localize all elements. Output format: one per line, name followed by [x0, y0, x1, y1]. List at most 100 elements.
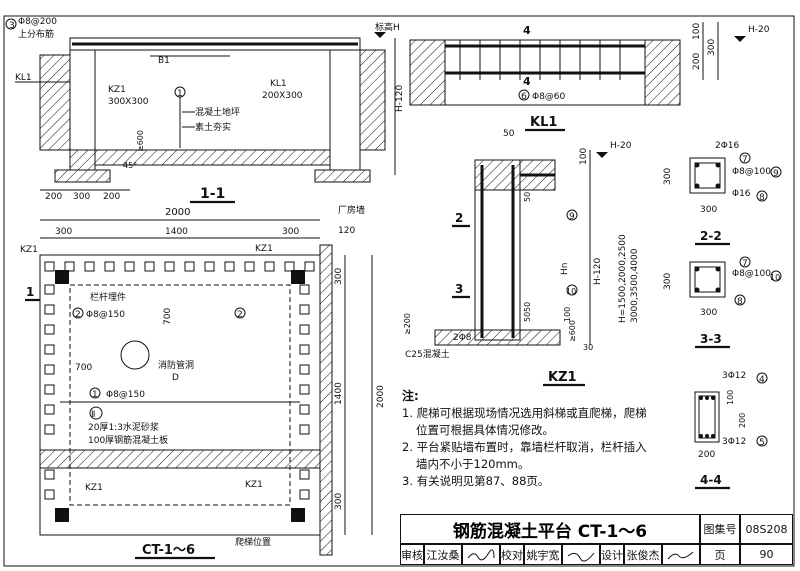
elevation-label: 标高H: [375, 21, 400, 33]
plan-kz1-bl: [55, 508, 69, 522]
plan-marker-1: 1: [92, 390, 98, 400]
ladder-note: 爬梯位置: [235, 536, 271, 548]
sheet-border: [3, 15, 795, 567]
note-1: 1. 爬梯可根据现场情况选用斜梯或直爬梯，爬梯位置可根据具体情况修改。: [402, 406, 647, 437]
kz1-label-1-1: KZ1: [108, 85, 126, 95]
sec-4-4-dim-200: 200: [738, 413, 747, 428]
dim-1-1-b: 300: [73, 192, 90, 202]
plan-width-total: 2000: [165, 207, 190, 218]
designer: 张俊杰: [624, 544, 662, 565]
dim-700-h: 700: [75, 363, 92, 373]
kz1-height: H-120: [593, 258, 603, 285]
plan-marker-2: 2: [75, 310, 81, 320]
kl1-left-label: KL1: [15, 73, 32, 83]
plan-outline: [39, 254, 321, 536]
sec-4-4-marker-5: 5: [759, 438, 765, 448]
sec-4-4-dim-100: 100: [726, 390, 735, 405]
kz1-title: KZ1: [548, 370, 577, 385]
sleeve-note: 消防管洞: [158, 359, 194, 371]
kl1-level: H-20: [748, 25, 770, 35]
plan-kz1-label-bl: KZ1: [85, 483, 103, 493]
sheet-title: 钢筋混凝土平台 CT-1～6: [400, 514, 700, 544]
sec-3-3-box: [689, 261, 726, 298]
kz1-concrete: C25混凝土: [405, 348, 450, 360]
dim-700-v: 700: [163, 308, 173, 325]
kz1-cut-2: 2: [455, 211, 463, 225]
section-1-1-title: 1-1: [200, 186, 225, 202]
plan-width-right: 300: [282, 227, 299, 237]
plan-section-band: [39, 449, 321, 469]
sec-3-3-marker-10: 10: [770, 273, 780, 282]
kl1-bottom-bars: 4: [523, 75, 531, 88]
kl1-marker: 6: [521, 92, 527, 102]
fire-sleeve: [120, 340, 150, 370]
marker-1-1-1: 1: [177, 89, 183, 99]
sec-2-2-dim-v: 300: [663, 168, 673, 185]
kl1-title: KL1: [530, 115, 557, 130]
kz1-dim-100: 100: [579, 148, 589, 165]
angle-1-1: 45°: [123, 161, 137, 170]
dim-1-1-a: 200: [45, 192, 62, 202]
earth-right: [359, 49, 386, 151]
side-dim-300b: 300: [334, 493, 344, 510]
kl1-right-size: 200X300: [262, 91, 303, 101]
plan-kz1-tr: [291, 270, 305, 284]
page-no: 90: [740, 544, 793, 565]
plan-ct: 2000 300 1400 300: [20, 204, 386, 560]
sec-3-3-marker-7: 7: [742, 259, 748, 269]
kz1-marker-10: 10: [566, 287, 576, 296]
earth-left: [39, 54, 96, 171]
kl1-elevation: 4 4 6 Φ8@60 H-20 100 200 300 KL1: [409, 22, 770, 132]
sec-4-4-bottom: 3Φ12: [722, 437, 746, 447]
factory-wall: [319, 244, 333, 556]
b1-label: B1: [158, 56, 170, 66]
kl1-right-label: KL1: [270, 79, 287, 89]
plan-kz1-label-tr: KZ1: [255, 244, 273, 254]
layer-2: 100厚钢筋混凝土板: [88, 434, 168, 446]
sleeve-d: D: [172, 373, 179, 383]
side-dim-300a: 300: [334, 268, 344, 285]
kz1-elevation: 50 H-20 100 H-120 H=1500,2000,2500 3000,…: [403, 129, 640, 387]
plan-cut-1: 1: [26, 285, 34, 299]
railing-squares-right: [299, 284, 310, 500]
wall-offset: 120: [338, 226, 355, 236]
sec-4-4-marker-4: 4: [759, 375, 765, 385]
layer-1: 20厚1:3水泥砂浆: [88, 421, 159, 433]
kl1-dim-300: 300: [707, 39, 717, 56]
plan-inner-dashed: [69, 284, 291, 506]
kz1-small-dim-b: 50: [523, 302, 532, 312]
plan-marker-2b: 2: [237, 310, 243, 320]
railing-squares-top: [44, 261, 315, 272]
sec-4-4-dim-h: 200: [698, 450, 715, 460]
section-2-2: 2Φ16 Φ8@100 Φ16 9 7 8 300 300 2-2: [663, 141, 782, 246]
top-rebar-label: Φ8@200: [18, 17, 57, 27]
plan-marker-roman-2: Ⅱ: [91, 410, 95, 420]
railing-squares-left: [44, 284, 55, 500]
kz1-h-values: H=1500,2000,2500: [618, 234, 628, 323]
plan-kz1-tl: [55, 270, 69, 284]
plan-kz1-label-br: KZ1: [245, 480, 263, 490]
sec-3-3-dim-v: 300: [663, 273, 673, 290]
kz1-size-1-1: 300X300: [108, 97, 149, 107]
railing-note: 栏杆埋件: [90, 291, 126, 303]
kl1-dim-200: 200: [692, 53, 702, 70]
depth-1-1: ≥600: [136, 130, 145, 152]
kz1-dim-200: ≥200: [403, 313, 412, 335]
kz1-marker-9: 9: [569, 212, 575, 222]
kz1-hn: Hn: [560, 263, 570, 275]
top-rebar-note: 上分布筋: [18, 28, 54, 40]
kz1-small-dim-a: 50: [523, 192, 532, 202]
reviewer-signature: [462, 544, 500, 565]
sec-2-2-title: 2-2: [700, 229, 722, 243]
sec-3-3-title: 3-3: [700, 332, 722, 346]
sec-2-2-dim-h: 300: [700, 205, 717, 215]
notes-title: 注:: [402, 389, 419, 403]
note-3: 3. 有关说明见第87、88页。: [402, 474, 550, 488]
kz1-base-rebar: 2Φ8: [453, 333, 472, 343]
sec-3-3-dim-h: 300: [700, 308, 717, 318]
title-block: 钢筋混凝土平台 CT-1～6 图集号 08S208 审核 江汝桑 校对 姚宇宽 …: [400, 514, 793, 565]
kl1-stirrup: Φ8@60: [532, 92, 566, 102]
side-dim-2000: 2000: [376, 385, 386, 408]
slab-1-1: [69, 37, 361, 51]
floor-note: 混凝土地坪: [195, 106, 240, 118]
